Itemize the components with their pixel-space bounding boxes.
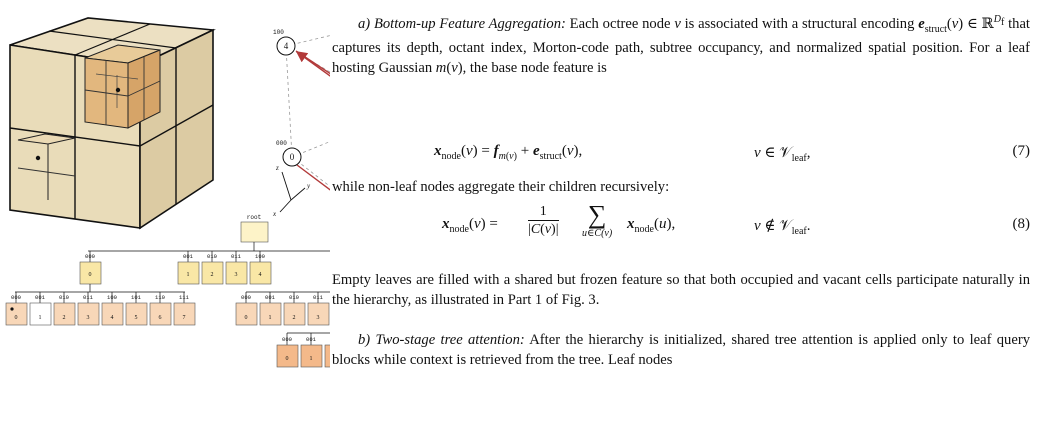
- paragraph-a-text-4: , the base node feature is: [462, 59, 607, 76]
- l2l-num-6: 6: [159, 315, 162, 321]
- l2l-node-6: [149, 302, 172, 326]
- l2l-node-5: [125, 302, 148, 326]
- l2r-num-2: 2: [293, 315, 296, 321]
- paragraph-c: b) Two-stage tree attention: After the h…: [332, 331, 1030, 370]
- root-node: [240, 221, 269, 243]
- axis-y: y: [306, 182, 311, 190]
- equation-8-number: (8): [1012, 216, 1031, 232]
- l3-num-0: 0: [286, 356, 289, 362]
- l2l-num-3: 3: [87, 315, 90, 321]
- paragraph-a-heading: a) Bottom-up Feature Aggregation:: [358, 15, 566, 32]
- l3-num-1: 1: [310, 356, 313, 362]
- node-4-label: 4: [284, 41, 289, 51]
- l1-code-2: 010: [207, 253, 217, 260]
- node-0-label: 0: [290, 152, 295, 162]
- l2l-num-1: 1: [39, 315, 42, 321]
- l2r-code-1: 001: [265, 294, 276, 301]
- octree-cube: [9, 17, 216, 230]
- l2r-num-0: 0: [245, 315, 248, 321]
- l2l-node-0: [5, 302, 28, 326]
- l2l-code-4: 100: [107, 294, 117, 301]
- l1-num-3: 3: [235, 272, 238, 278]
- l2l-node-1: [29, 302, 52, 326]
- morton-cube-graph: 6 7 4 5 2 0 3 1 110 111 100 101 010 000 …: [272, 29, 330, 218]
- l2l-code-2: 010: [59, 294, 69, 301]
- l2l-num-7: 7: [183, 315, 186, 321]
- code-100: 100: [273, 29, 284, 36]
- l2l-point: [10, 307, 14, 311]
- paragraph-b-text: Empty leaves are filled with a shared bu…: [332, 272, 1030, 308]
- l2l-code-3: 011: [83, 294, 94, 301]
- l1-node-4: [249, 261, 272, 285]
- paragraph-b: Empty leaves are filled with a shared bu…: [332, 271, 1030, 310]
- l2l-code-7: 111: [179, 294, 190, 301]
- l1-num-4: 4: [259, 272, 262, 278]
- l2l-code-5: 101: [131, 294, 142, 301]
- l1-node-2: [201, 261, 224, 285]
- l3-node-2: [324, 344, 330, 368]
- l2l-num-5: 5: [135, 315, 138, 321]
- paragraph-a: a) Bottom-up Feature Aggregation: Each o…: [332, 14, 1030, 76]
- l2l-node-7: [173, 302, 196, 326]
- paragraph-c-text: After the hierarchy is initialized, shar…: [332, 332, 1030, 368]
- l2r-node-0: [235, 302, 258, 326]
- octree-tree: root000000110102011310041015110611170000…: [5, 214, 330, 368]
- l2l-code-1: 001: [35, 294, 46, 301]
- l2r-node-3: [307, 302, 330, 326]
- l3-node-0: [276, 344, 299, 368]
- paragraph-a-text-1: Each octree node: [565, 15, 675, 32]
- l2r-num-3: 3: [317, 315, 320, 321]
- l3-code-1: 001: [306, 336, 317, 343]
- l2r-node-1: [259, 302, 282, 326]
- paragraph-a-text-2: is associated with a structural encoding: [684, 15, 919, 32]
- code-000: 000: [276, 140, 287, 147]
- l1-num-0: 0: [89, 272, 92, 278]
- l3-node-1: [300, 344, 323, 368]
- l3-code-0: 000: [282, 336, 292, 343]
- l1-code-3: 011: [231, 253, 242, 260]
- l2l-code-6: 110: [155, 294, 165, 301]
- l2l-node-3: [77, 302, 100, 326]
- l2l-num-0: 0: [15, 315, 18, 321]
- equation-8: xnode(v) = 1|C(v)| ∑u∈C(v) xnode(u), v ∉…: [442, 200, 1031, 240]
- l1-code-0: 000: [85, 253, 95, 260]
- l2l-node-2: [53, 302, 76, 326]
- l2l-num-4: 4: [111, 315, 114, 321]
- l1-code-4: 100: [255, 253, 265, 260]
- l2r-code-0: 000: [241, 294, 251, 301]
- l2l-node-4: [101, 302, 124, 326]
- l2r-code-3: 011: [313, 294, 324, 301]
- l2r-num-1: 1: [269, 315, 272, 321]
- l1-num-2: 2: [211, 272, 214, 278]
- l1-code-1: 001: [183, 253, 194, 260]
- paragraph-a-text-3: that captures its depth, octant index, M…: [332, 15, 1030, 76]
- paragraph-mid: while non-leaf nodes aggregate their chi…: [332, 179, 670, 195]
- paragraph-c-heading: b) Two-stage tree attention:: [358, 332, 525, 348]
- l2r-code-2: 010: [289, 294, 299, 301]
- axis-x: x: [272, 210, 277, 218]
- equation-7-number: (7): [1012, 143, 1031, 159]
- l1-num-1: 1: [187, 272, 190, 278]
- l2l-num-2: 2: [63, 315, 66, 321]
- l1-node-1: [177, 261, 200, 285]
- octree-figure: 6 7 4 5 2 0 3 1 110 111 100 101 010 000 …: [5, 17, 330, 368]
- l1-node-0: [79, 261, 102, 285]
- axis-z: z: [275, 164, 279, 172]
- equation-7: xnode(v) = fm(v) + estruct(v), v ∈ 𝒱leaf…: [434, 143, 1031, 164]
- l2r-node-2: [283, 302, 306, 326]
- root-label: root: [247, 214, 261, 221]
- l1-node-3: [225, 261, 248, 285]
- l2l-code-0: 000: [11, 294, 21, 301]
